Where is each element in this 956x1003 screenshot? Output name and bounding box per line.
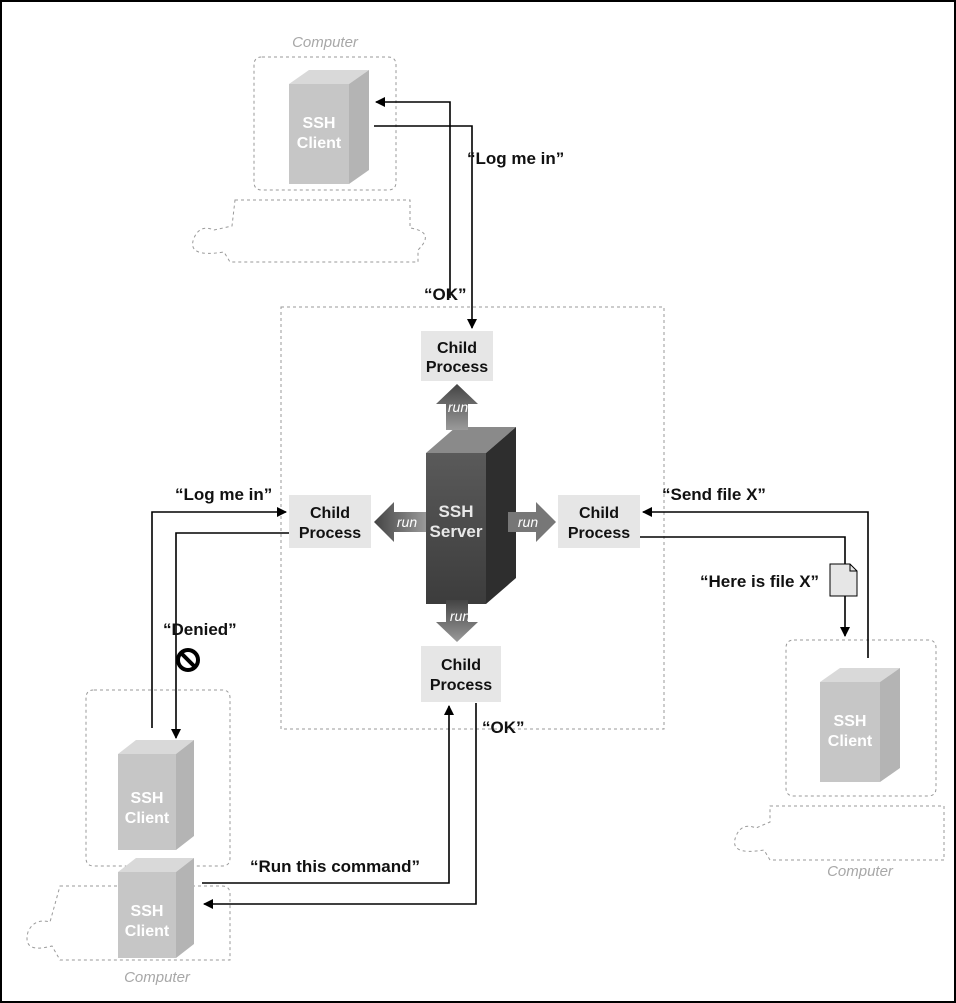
svg-text:run: run bbox=[450, 608, 470, 624]
child-process-bottom: Child Process bbox=[421, 646, 501, 702]
svg-text:Child: Child bbox=[441, 657, 481, 674]
child-process-left: Child Process bbox=[289, 495, 371, 548]
right-keyboard-outline bbox=[734, 805, 945, 861]
svg-text:Process: Process bbox=[430, 677, 492, 694]
top-client-computer: Computer SSH Client bbox=[192, 34, 426, 263]
svg-text:run: run bbox=[397, 514, 417, 530]
msg-top-login: “Log me in” bbox=[467, 149, 564, 168]
msg-left-denied: “Denied” bbox=[163, 620, 237, 639]
left-computer-outline bbox=[85, 689, 231, 867]
no-entry-icon bbox=[176, 648, 200, 672]
svg-text:Child: Child bbox=[310, 505, 350, 522]
msg-right-send: “Send file X” bbox=[662, 485, 766, 504]
svg-text:Process: Process bbox=[568, 525, 630, 542]
child-process-top: Child Process bbox=[421, 331, 493, 381]
ssh-server-block: SSH Server bbox=[426, 427, 516, 604]
msg-bottom-ok: “OK” bbox=[482, 718, 525, 737]
flow-top-ok bbox=[375, 97, 451, 298]
run-arrow-right: run bbox=[508, 502, 556, 542]
right-computer-outline bbox=[785, 639, 937, 797]
msg-top-ok: “OK” bbox=[424, 285, 467, 304]
server-label-line1: SSH bbox=[439, 502, 474, 521]
right-computer-label: Computer bbox=[827, 863, 894, 880]
msg-left-login: “Log me in” bbox=[175, 485, 272, 504]
run-arrow-down: run bbox=[436, 600, 478, 642]
msg-bottom-run: “Run this command” bbox=[250, 857, 420, 876]
svg-text:Process: Process bbox=[426, 359, 488, 376]
flow-left-login bbox=[151, 507, 287, 728]
svg-text:Child: Child bbox=[437, 340, 477, 357]
svg-text:run: run bbox=[518, 514, 538, 530]
top-client-label-line1: SSH bbox=[303, 115, 336, 132]
svg-text:run: run bbox=[448, 399, 468, 415]
top-ssh-client-cube: SSH Client bbox=[289, 70, 369, 184]
bottom-ssh-client-cube: SSH Client bbox=[118, 858, 194, 958]
top-client-label-line2: Client bbox=[297, 135, 342, 152]
flow-top-login bbox=[374, 125, 477, 329]
run-arrow-left: run bbox=[374, 502, 426, 542]
right-client-computer: SSH Client Computer bbox=[734, 639, 945, 880]
bottom-computer-label: Computer bbox=[124, 969, 191, 986]
left-client-label-line1: SSH bbox=[131, 790, 164, 807]
server-label-line2: Server bbox=[430, 522, 483, 541]
right-client-label-line2: Client bbox=[828, 733, 873, 750]
right-ssh-client-cube: SSH Client bbox=[820, 668, 900, 782]
flow-right-here bbox=[640, 536, 850, 637]
left-client-label-line2: Client bbox=[125, 810, 170, 827]
bottom-client-computer: SSH Client Computer bbox=[26, 858, 231, 986]
left-client-computer: SSH Client bbox=[85, 689, 231, 867]
svg-text:Child: Child bbox=[579, 505, 619, 522]
right-client-label-line1: SSH bbox=[834, 713, 867, 730]
flow-right-send bbox=[642, 507, 869, 658]
child-process-right: Child Process bbox=[558, 495, 640, 548]
flow-bottom-ok bbox=[203, 703, 477, 909]
document-icon bbox=[829, 563, 858, 597]
bottom-client-label-line1: SSH bbox=[131, 903, 164, 920]
run-arrow-up: run bbox=[436, 384, 478, 430]
server-region bbox=[280, 306, 665, 730]
top-computer-outline bbox=[253, 56, 397, 191]
svg-text:Process: Process bbox=[299, 525, 361, 542]
bottom-client-label-line2: Client bbox=[125, 923, 170, 940]
left-ssh-client-cube: SSH Client bbox=[118, 740, 194, 850]
flow-bottom-run bbox=[202, 705, 454, 884]
top-computer-label: Computer bbox=[292, 34, 359, 51]
top-keyboard-outline bbox=[192, 199, 426, 263]
msg-right-here: “Here is file X” bbox=[700, 572, 819, 591]
bottom-keyboard-outline bbox=[26, 885, 231, 961]
flow-left-denied bbox=[171, 532, 289, 739]
